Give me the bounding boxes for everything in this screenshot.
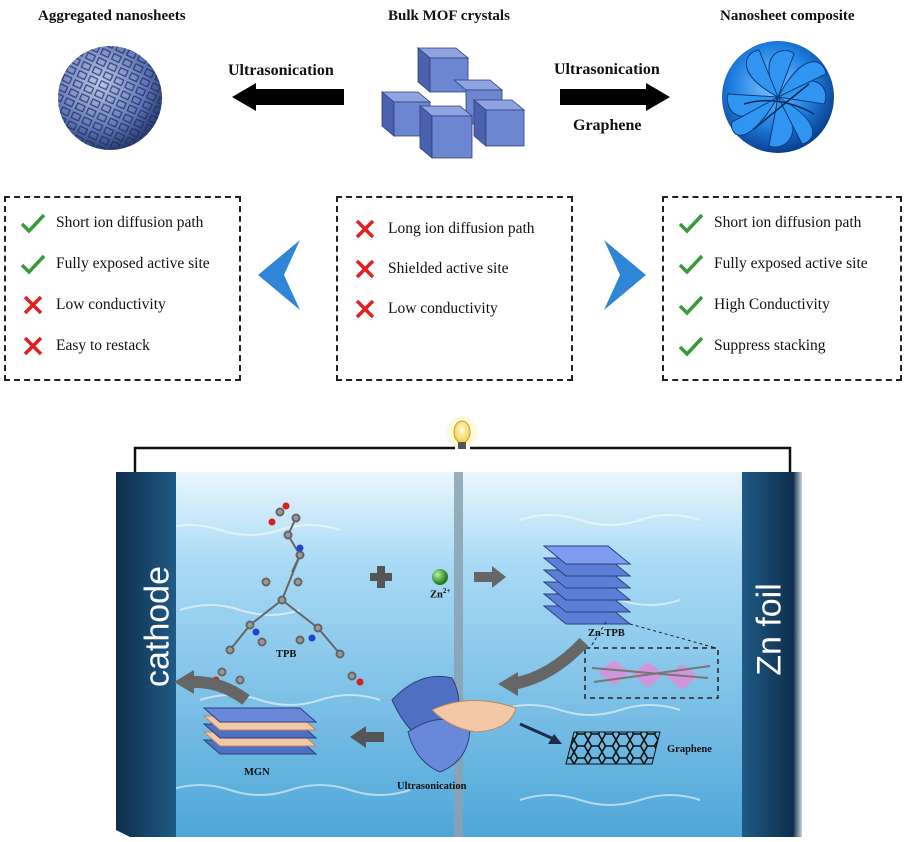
mgn-label: MGN (244, 767, 270, 778)
item-text: Easy to restack (56, 337, 150, 354)
curved-arrow-icon (510, 637, 589, 690)
list-item: Short ion diffusion path (678, 212, 861, 234)
list-item: Easy to restack (20, 335, 150, 357)
ultrasonication-sheets (391, 675, 517, 773)
item-text: Short ion diffusion path (714, 214, 862, 231)
nanosheet-composite-flower (722, 41, 834, 153)
zn-tpb-structure-inset (584, 647, 719, 699)
list-item: Low conductivity (352, 298, 498, 320)
list-item: Long ion diffusion path (352, 218, 535, 240)
nanosheet-composite-title: Nanosheet composite (720, 8, 855, 24)
check-icon (678, 254, 704, 275)
item-text: Low conductivity (56, 296, 166, 313)
item-text: Suppress stacking (714, 337, 826, 354)
ultrasonication-label: Ultrasonication (397, 781, 467, 792)
arrow-right-icon (474, 566, 506, 588)
right-arrow-label-bottom: Graphene (573, 117, 642, 134)
item-text: Long ion diffusion path (388, 220, 535, 237)
list-item: Fully exposed active site (20, 253, 210, 275)
zn-foil-label: Zn foil (750, 583, 789, 676)
zn-ion-label: Zn2+ (430, 587, 451, 601)
zn-ion-sphere (432, 569, 448, 585)
left-arrow-label: Ultrasonication (228, 62, 334, 79)
aggregated-nanosheets-sphere (58, 46, 162, 150)
list-item: Fully exposed active site (678, 253, 868, 275)
item-text: High Conductivity (714, 296, 830, 313)
cross-icon (23, 336, 43, 356)
check-icon (20, 254, 46, 275)
battery-cell-illustration (116, 416, 802, 837)
aggregated-nanosheets-title: Aggregated nanosheets (38, 8, 186, 24)
arrow-left-icon (350, 726, 384, 748)
bulk-mof-title: Bulk MOF crystals (388, 8, 510, 24)
item-text: Low conductivity (388, 300, 498, 317)
item-text: Shielded active site (388, 260, 509, 277)
right-properties-box: Short ion diffusion path Fully exposed a… (662, 196, 902, 381)
zn-tpb-label: Zn-TPB (588, 628, 625, 639)
cross-icon (23, 295, 43, 315)
left-arrow (232, 83, 344, 111)
center-properties-box: Long ion diffusion path Shielded active … (336, 196, 573, 381)
graphene-label: Graphene (667, 744, 712, 755)
item-text: Short ion diffusion path (56, 214, 204, 231)
light-bulb-icon (446, 416, 478, 449)
zn-tpb-stack (542, 545, 717, 649)
chevron-left-icon (258, 240, 300, 310)
plus-icon (370, 566, 392, 588)
check-icon (678, 213, 704, 234)
check-icon (678, 336, 704, 357)
chevron-right-icon (604, 240, 646, 310)
cathode-label: cathode (138, 566, 177, 687)
bulk-mof-cubes (380, 47, 526, 159)
cross-icon (355, 299, 375, 319)
check-icon (20, 213, 46, 234)
list-item: Low conductivity (20, 294, 166, 316)
cross-icon (355, 219, 375, 239)
mgn-stack (202, 707, 318, 755)
list-item: High Conductivity (678, 294, 830, 316)
graphene-sheet (565, 731, 661, 765)
list-item: Suppress stacking (678, 335, 826, 357)
item-text: Fully exposed active site (56, 255, 210, 272)
item-text: Fully exposed active site (714, 255, 868, 272)
list-item: Shielded active site (352, 258, 509, 280)
check-icon (678, 295, 704, 316)
right-arrow (560, 83, 670, 111)
tpb-label: TPB (276, 649, 297, 660)
left-properties-box: Short ion diffusion path Fully exposed a… (4, 196, 241, 381)
list-item: Short ion diffusion path (20, 212, 203, 234)
right-arrow-label-top: Ultrasonication (554, 61, 660, 78)
tpb-molecule (217, 507, 357, 685)
cross-icon (355, 259, 375, 279)
